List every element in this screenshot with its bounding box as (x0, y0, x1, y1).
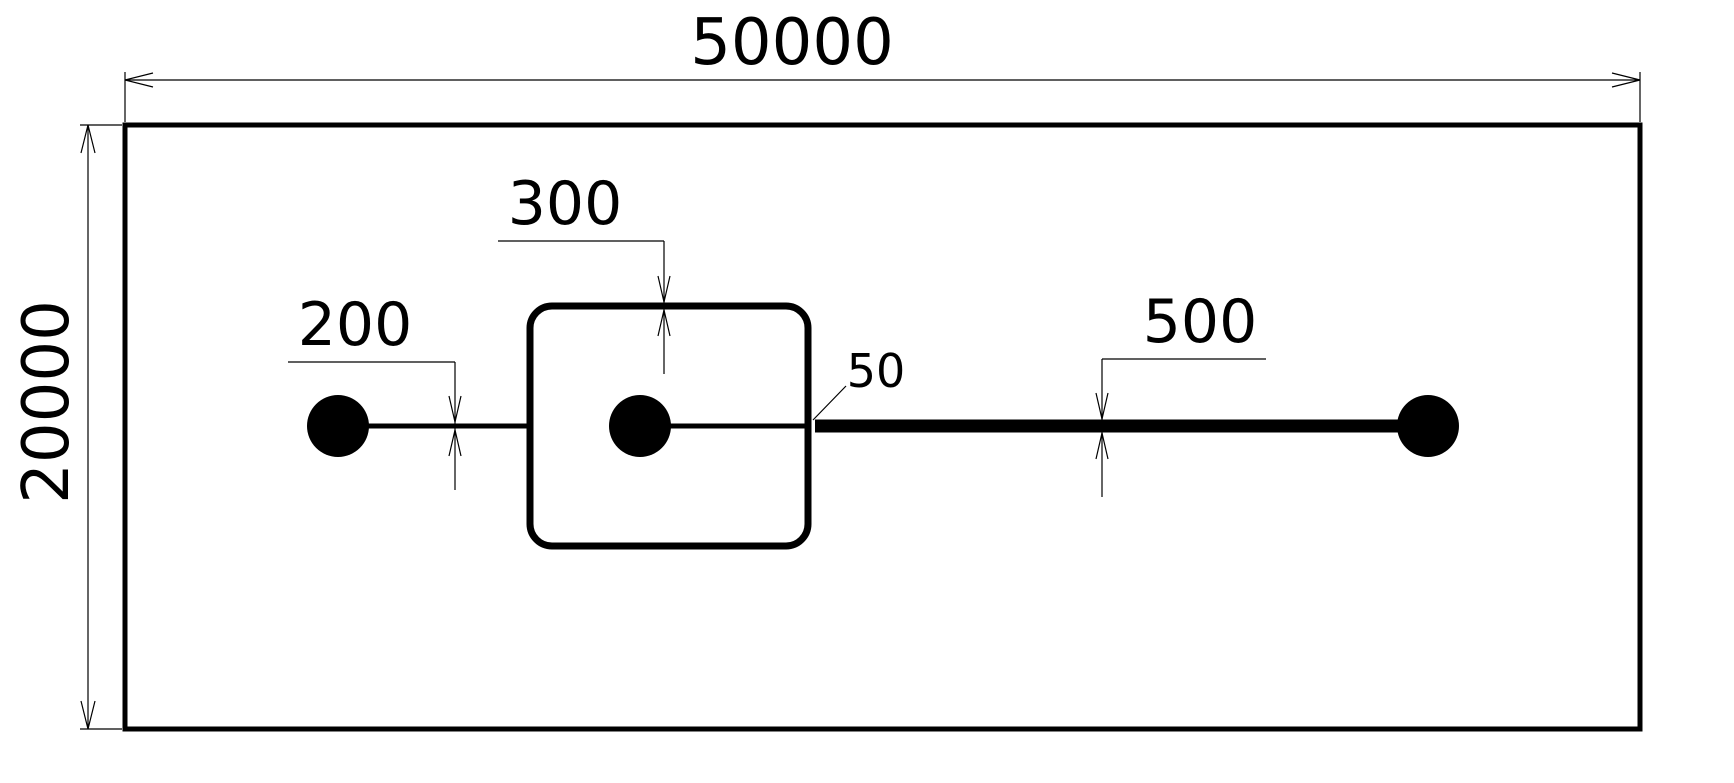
gap-dimension: 50 (812, 344, 906, 421)
overall-height-label: 20000 (10, 300, 84, 504)
right-dot (1397, 395, 1459, 457)
left-dot (307, 395, 369, 457)
overall-height-dimension: 20000 (10, 124, 122, 730)
center-dot (609, 395, 671, 457)
box-wall-width-dimension: 300 (498, 169, 671, 374)
left-line-width-label: 200 (298, 290, 413, 360)
box-wall-width-label: 300 (508, 169, 623, 239)
right-line-width-dimension: 500 (1095, 287, 1266, 497)
outer-frame (122, 122, 1643, 732)
left-line-width-dimension: 200 (288, 290, 462, 490)
overall-width-label: 50000 (690, 6, 894, 80)
overall-width-dimension: 50000 (124, 6, 1641, 122)
inner-box (526, 302, 812, 550)
gap-label: 50 (847, 344, 906, 398)
right-line-width-label: 500 (1143, 287, 1258, 357)
